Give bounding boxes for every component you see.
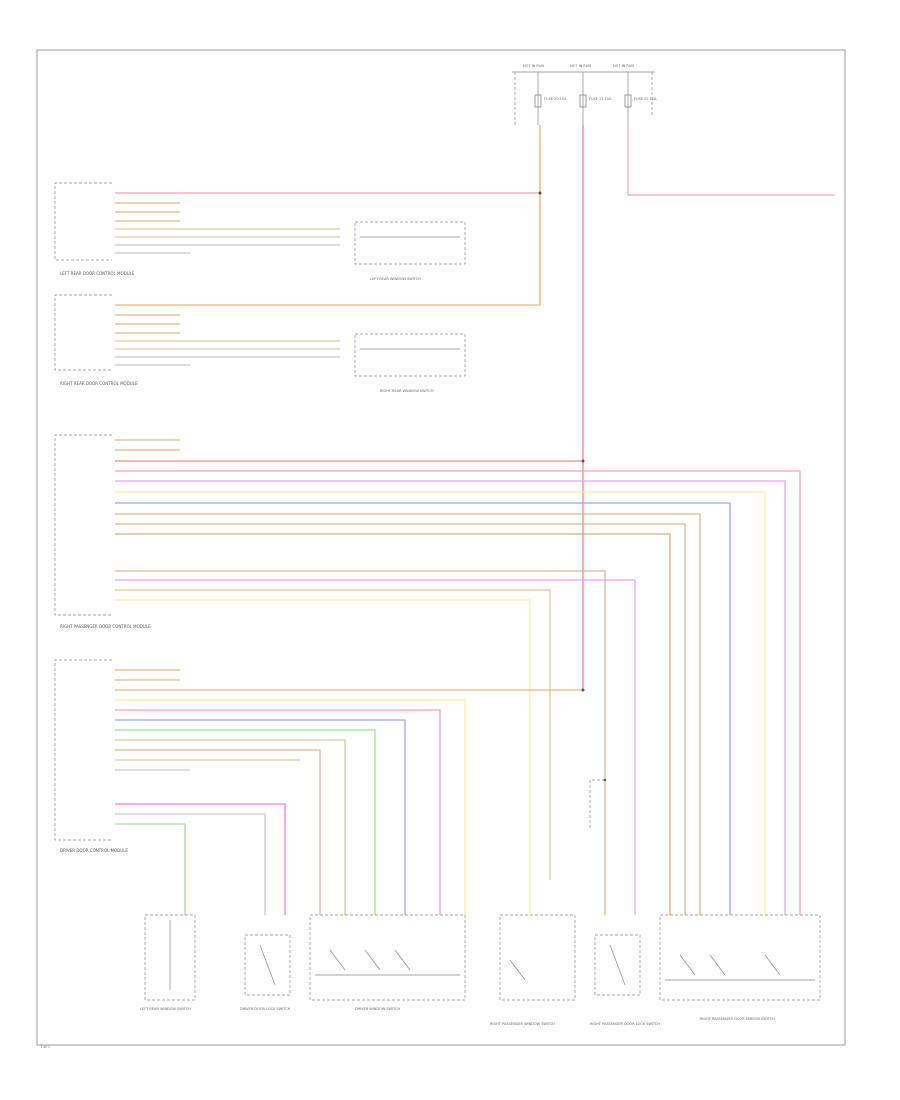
module-label-driver: DRIVER DOOR CONTROL MODULE	[60, 848, 128, 853]
wires-right-passenger	[115, 439, 801, 915]
fuse-icon	[534, 94, 542, 108]
page-code: 1 of 1	[40, 1045, 50, 1049]
switch-label: DRIVER DOOR LOCK SWITCH	[240, 1007, 291, 1011]
fuse-icon	[579, 94, 587, 108]
switch-label: RIGHT REAR WINDOW SWITCH	[380, 389, 434, 393]
switch-label: LEFT REAR WINDOW SWITCH	[140, 1007, 191, 1011]
right-rear-window-switch: RIGHT REAR WINDOW SWITCH	[354, 333, 466, 393]
wires-left-rear	[115, 150, 541, 254]
fuse-header-1: HOT IN RUN	[523, 64, 544, 68]
fuse-label-3: FUSE 22 10A	[634, 97, 657, 101]
switch-label: RIGHT PASSENGER DOOR MIRROR SWITCH	[700, 1017, 775, 1021]
fuse-label-2: FUSE 21 10A	[589, 97, 612, 101]
switch-label: RIGHT PASSENGER WINDOW SWITCH	[490, 1022, 555, 1026]
right-passenger-lock-relay	[589, 779, 605, 830]
module-label-left-rear: LEFT REAR DOOR CONTROL MODULE	[60, 271, 135, 276]
wires-right-rear	[115, 190, 541, 366]
left-rear-window-switch: LEFT REAR WINDOW SWITCH	[354, 221, 466, 281]
bottom-switches: LEFT REAR WINDOW SWITCH DRIVER DOOR LOCK…	[140, 914, 821, 1026]
wire-fuse3-feed	[627, 125, 835, 196]
switch-label: RIGHT PASSENGER DOOR LOCK SWITCH	[590, 1022, 660, 1026]
right-passenger-door-lock-switch	[594, 934, 641, 996]
fuse-icon	[624, 94, 632, 108]
fuse-label-1: FUSE 20 10A	[544, 97, 567, 101]
right-passenger-door-mirror-switch	[659, 914, 821, 1001]
switch-label: LEFT REAR WINDOW SWITCH	[370, 277, 421, 281]
switch-label: DRIVER WINDOW SWITCH	[355, 1007, 401, 1011]
module-label-right-passenger: RIGHT PASSENGER DOOR CONTROL MODULE	[60, 624, 151, 629]
wires-driver	[115, 669, 583, 915]
module-boxes: LEFT REAR DOOR CONTROL MODULE RIGHT REAR…	[54, 182, 151, 853]
fuse-block: HOT IN RUN HOT IN RUN HOT IN RUN FUSE 20…	[512, 64, 657, 125]
splice-dots	[538, 191, 607, 782]
driver-window-switch	[309, 914, 466, 1001]
right-passenger-window-switch	[499, 914, 576, 1001]
left-rear-window-switch-bottom	[144, 914, 196, 1001]
fuse-header-2: HOT IN RUN	[570, 64, 591, 68]
diagram-frame	[36, 49, 846, 1046]
driver-door-lock-switch	[244, 934, 291, 996]
module-label-right-rear: RIGHT REAR DOOR CONTROL MODULE	[60, 381, 138, 386]
fuse-header-3: HOT IN RUN	[613, 64, 634, 68]
